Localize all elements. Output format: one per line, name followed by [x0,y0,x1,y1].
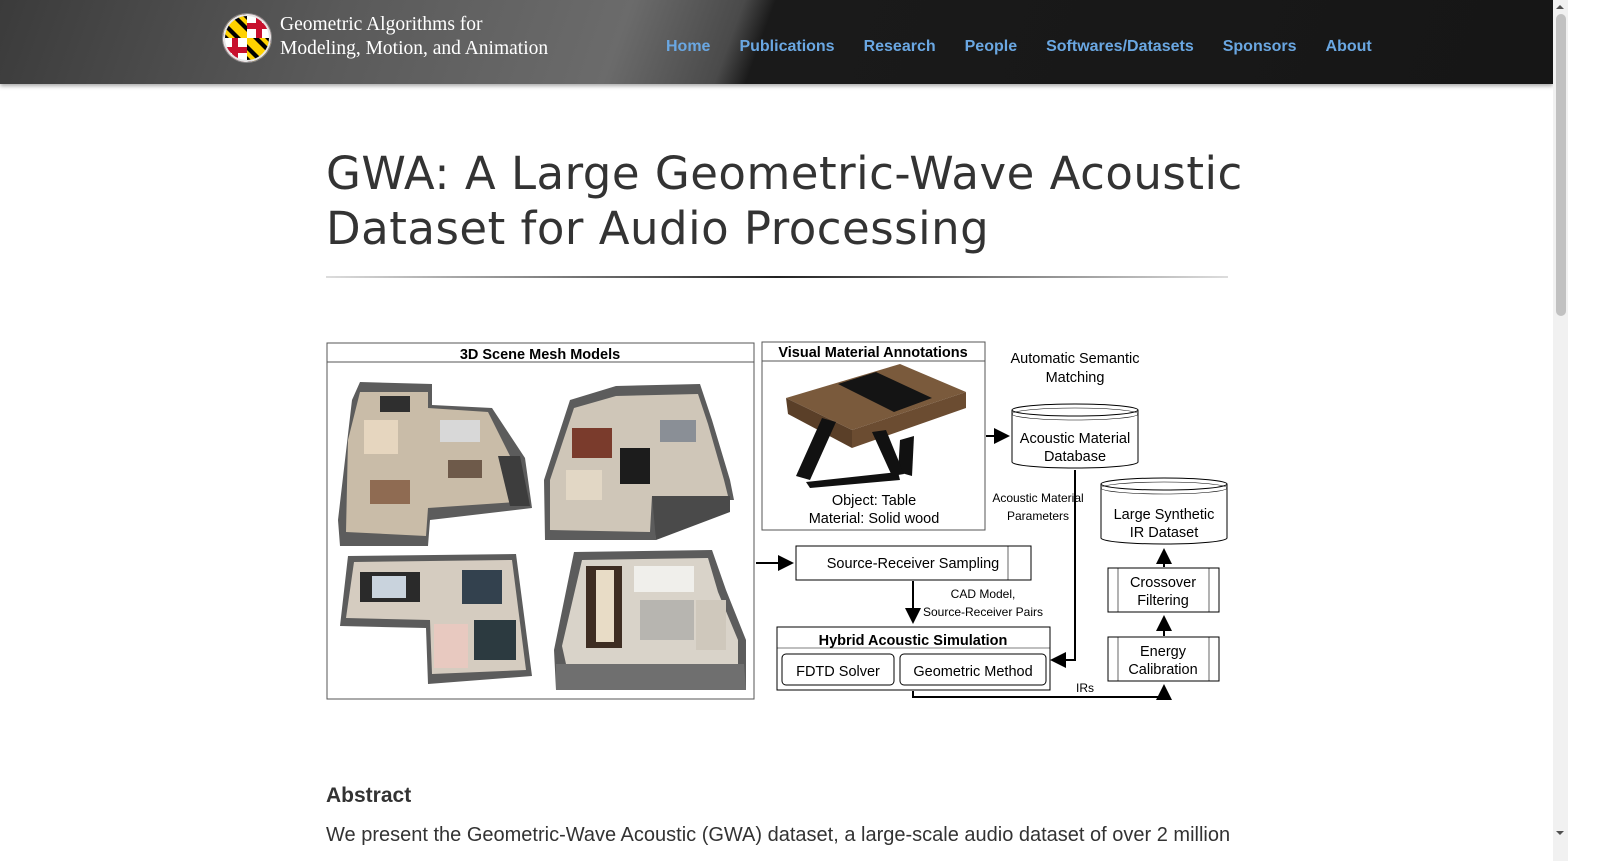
object-label: Object: Table [832,493,916,509]
site-header: Geometric Algorithms for Modeling, Motio… [0,0,1553,84]
nav-publications[interactable]: Publications [739,38,835,55]
db-label-line-2: Database [1044,449,1106,465]
floorplan-4-image [554,550,746,690]
table-image [786,364,966,488]
abstract-text: We present the Geometric-Wave Acoustic (… [326,824,1230,846]
cad-label-line-1: CAD Model, [951,587,1016,601]
energy-box: Energy Calibration [1107,636,1220,682]
geometric-label: Geometric Method [913,664,1032,680]
visual-annotations-panel: Visual Material Annotations Object: Tabl… [761,341,986,531]
mesh-models-panel: 3D Scene Mesh Models [326,342,755,700]
nav-softwares-datasets[interactable]: Softwares/Datasets [1046,38,1194,55]
umd-logo-icon[interactable] [223,14,271,62]
energy-line-2: Calibration [1128,662,1197,678]
main-nav: Home Publications Research People Softwa… [666,38,1401,56]
scroll-down-arrow-icon[interactable] [1555,828,1565,838]
page-title: GWA: A Large Geometric-Wave Acoustic Dat… [326,147,1243,255]
pipeline-figure: 3D Scene Mesh Models [326,341,1228,700]
hybrid-simulation-box: Hybrid Acoustic Simulation FDTD Solver G… [776,626,1051,691]
db-label-line-1: Acoustic Material [1020,431,1130,447]
energy-line-1: Energy [1140,644,1187,660]
params-label-line-2: Parameters [1007,509,1069,523]
site-title-line-1: Geometric Algorithms for [280,14,483,35]
sampling-box: Source-Receiver Sampling [795,545,1032,581]
ir-dataset: Large Synthetic IR Dataset [1100,477,1228,545]
nav-home[interactable]: Home [666,38,711,55]
semantic-matching-line-2: Matching [1046,370,1105,386]
irs-label: IRs [1076,681,1094,695]
cad-label-line-2: Source-Receiver Pairs [923,605,1043,619]
material-label: Material: Solid wood [809,511,940,527]
abstract-heading: Abstract [326,784,412,807]
nav-people[interactable]: People [964,38,1018,55]
ir-label-line-2: IR Dataset [1130,525,1199,541]
ir-label-line-1: Large Synthetic [1114,507,1215,523]
params-label-line-1: Acoustic Material [992,491,1083,505]
visual-panel-title: Visual Material Annotations [778,345,967,361]
crossover-line-1: Crossover [1130,575,1196,591]
nav-research[interactable]: Research [863,38,936,55]
nav-about[interactable]: About [1325,38,1372,55]
floorplan-1-image [338,382,532,546]
site-title[interactable]: Geometric Algorithms for Modeling, Motio… [280,13,548,61]
arrow-params-to-hybrid [1050,470,1076,668]
mesh-panel-title: 3D Scene Mesh Models [460,347,620,363]
crossover-box: Crossover Filtering [1107,567,1220,613]
site-title-line-2: Modeling, Motion, and Animation [280,38,549,59]
hybrid-title: Hybrid Acoustic Simulation [819,633,1008,649]
crossover-line-2: Filtering [1137,593,1189,609]
scroll-up-arrow-icon[interactable] [1555,2,1565,12]
floorplan-3-image [340,554,532,684]
fdtd-label: FDTD Solver [796,664,880,680]
floorplan-2-image [544,384,734,540]
acoustic-material-database: Acoustic Material Database [1011,403,1139,469]
scrollbar-thumb[interactable] [1556,14,1566,316]
semantic-matching-line-1: Automatic Semantic [1011,351,1140,367]
title-divider [326,276,1228,278]
nav-sponsors[interactable]: Sponsors [1222,38,1297,55]
arrow-irs-to-energy [912,684,1172,700]
sampling-label: Source-Receiver Sampling [827,556,999,572]
